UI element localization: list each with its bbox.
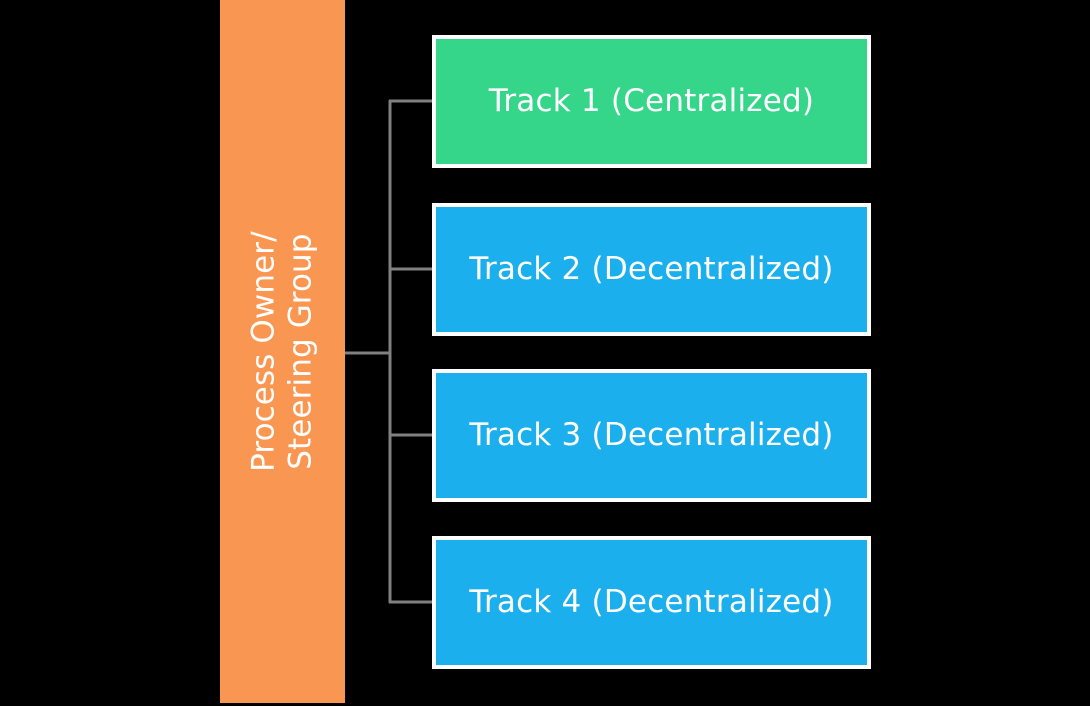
process-owner-label-line-1: Process Owner/ xyxy=(245,231,282,472)
track-label-1: Track 1 (Centralized) xyxy=(488,82,815,119)
track-box-4[interactable]: Track 4 (Decentralized) xyxy=(432,536,871,669)
track-label-3: Track 3 (Decentralized) xyxy=(469,416,834,453)
process-owner-bar[interactable]: Process Owner/ Steering Group xyxy=(220,0,345,703)
process-owner-label: Process Owner/ Steering Group xyxy=(246,231,319,472)
track-box-1[interactable]: Track 1 (Centralized) xyxy=(432,35,871,168)
track-label-4: Track 4 (Decentralized) xyxy=(469,583,834,620)
track-label-2: Track 2 (Decentralized) xyxy=(469,250,834,287)
track-box-3[interactable]: Track 3 (Decentralized) xyxy=(432,369,871,502)
process-owner-label-line-2: Steering Group xyxy=(282,233,319,470)
track-box-2[interactable]: Track 2 (Decentralized) xyxy=(432,203,871,336)
